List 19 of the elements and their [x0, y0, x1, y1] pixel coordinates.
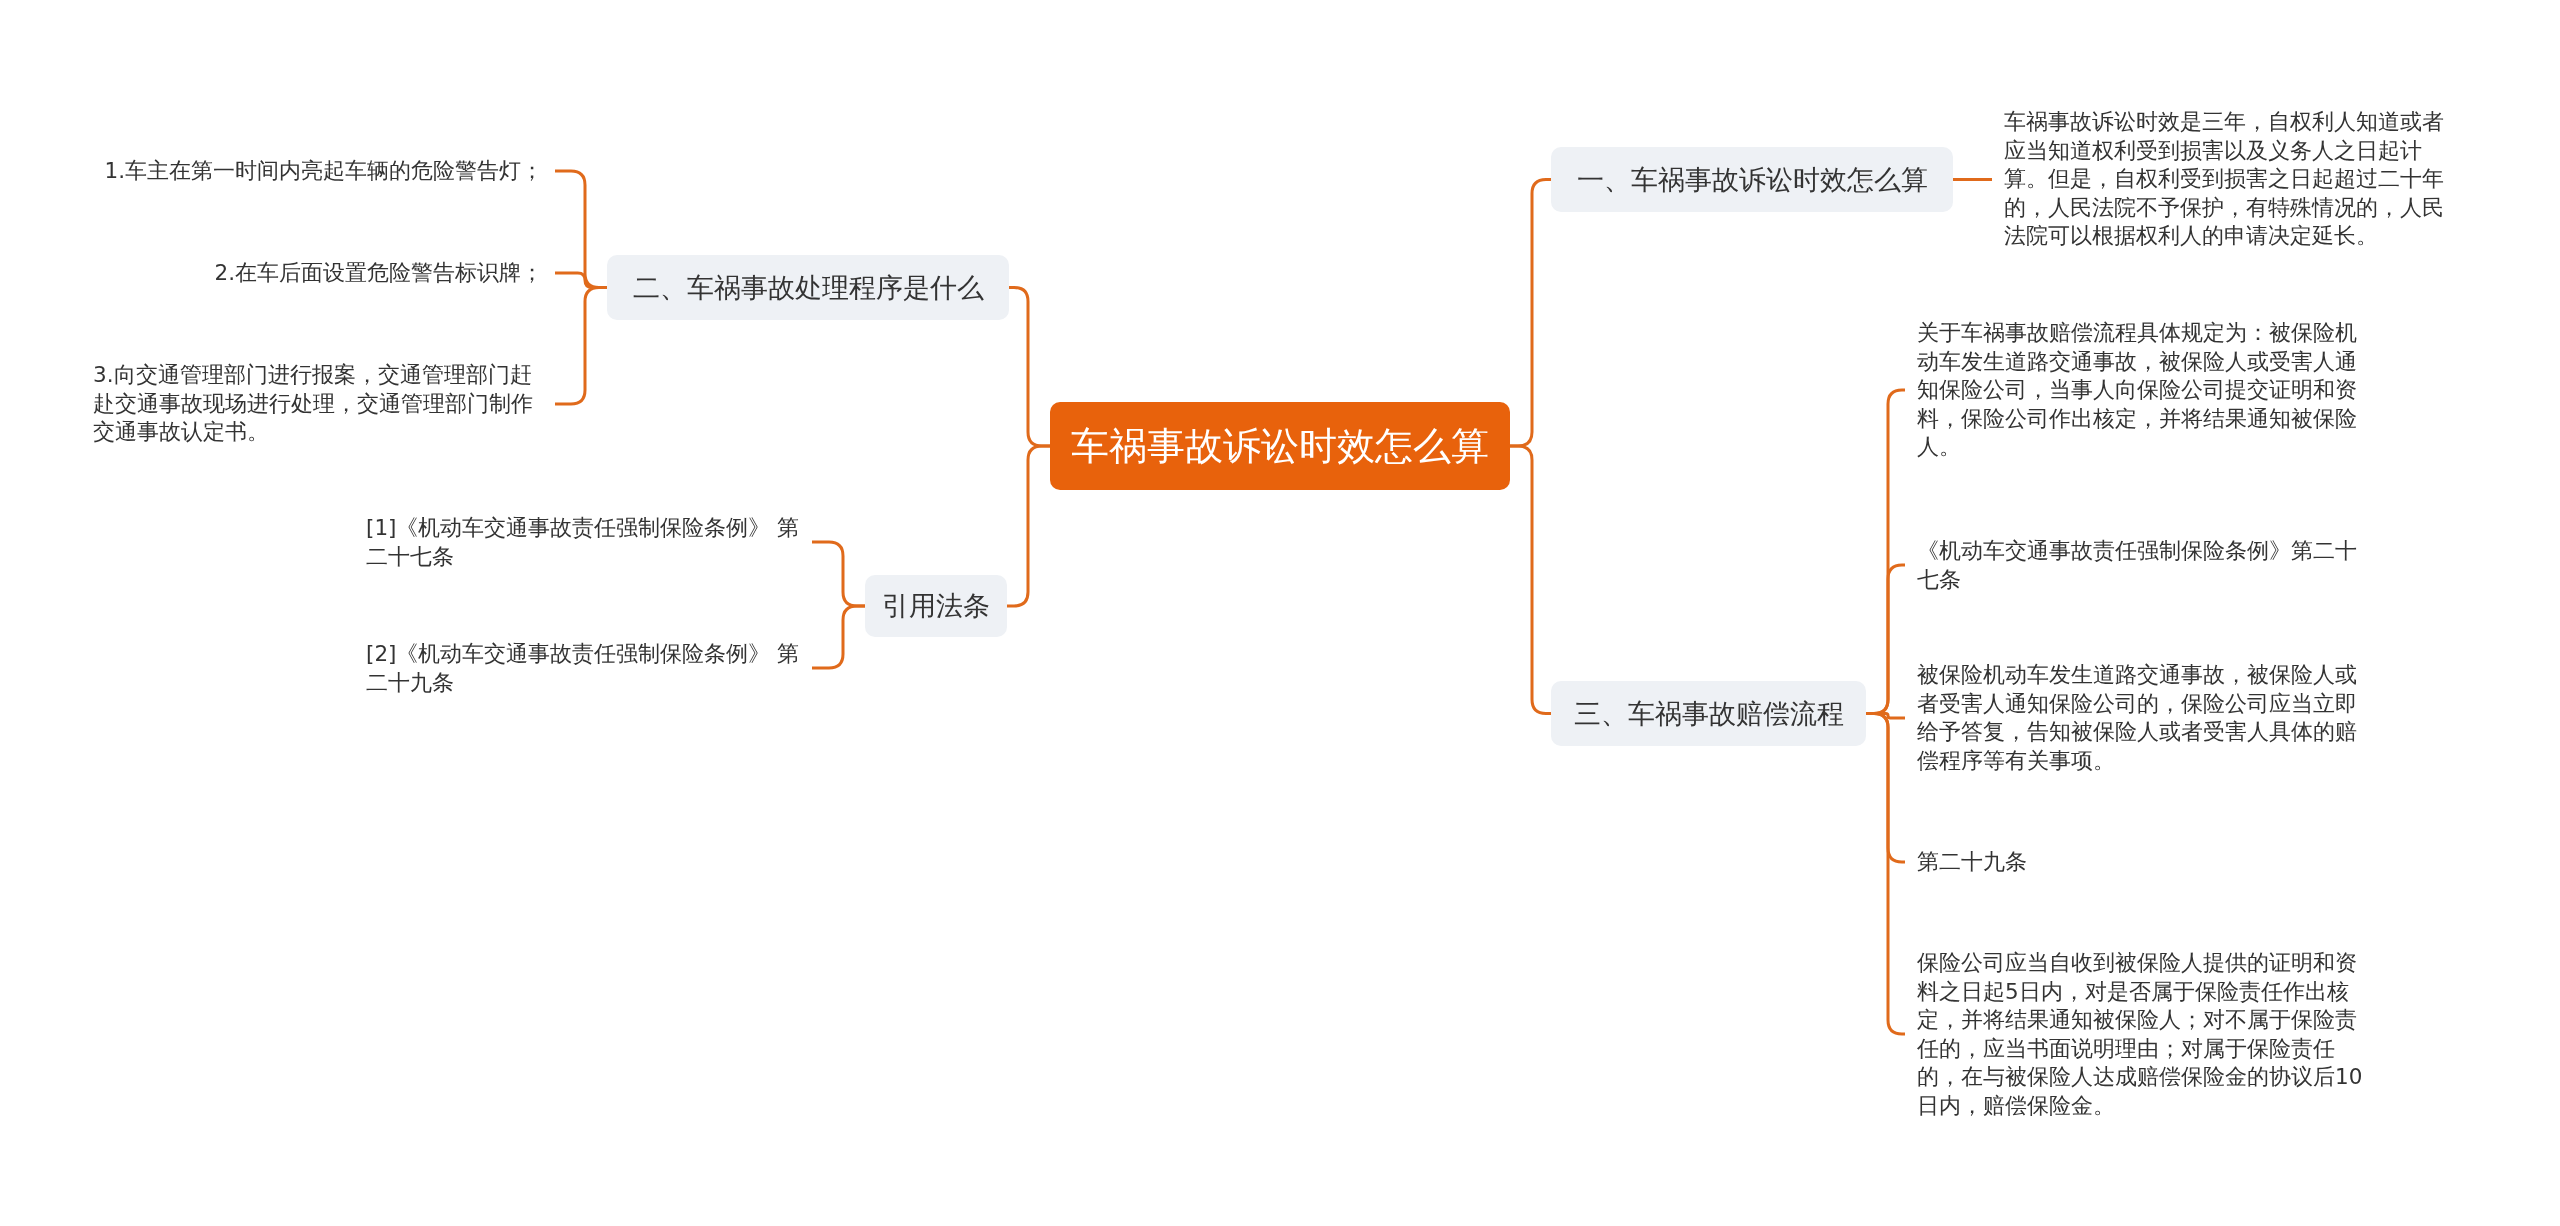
topic-box: 一、车祸事故诉讼时效怎么算	[1551, 147, 1953, 212]
note-text: 关于车祸事故赔偿流程具体规定为：被保险机动车发生道路交通事故，被保险人或受害人通知保险公司，当事人向保险公司提交证明和资料，保险公司作出核定，并将结果通知被保险人。	[1905, 318, 2379, 462]
note-text: 3.向交通管理部门进行报案，交通管理部门赶赴交通事故现场进行处理，交通管理部门制作交通事故认定书。	[81, 361, 555, 447]
connector-line	[1953, 178, 1992, 181]
topic-box: 二、车祸事故处理程序是什么	[607, 255, 1009, 320]
connector-line	[1510, 444, 1551, 715]
connector-line	[1007, 444, 1050, 608]
note-text: 第二十九条	[1905, 847, 2379, 877]
note-text: 《机动车交通事故责任强制保险条例》第二十七条	[1905, 536, 2379, 594]
note-text: 1.车主在第一时间内亮起车辆的危险警告灯；	[92, 156, 555, 186]
note-text: 2.在车后面设置危险警告标识牌；	[202, 258, 555, 288]
note-text: [1]《机动车交通事故责任强制保险条例》 第二十七条	[354, 513, 812, 571]
note-text: [2]《机动车交通事故责任强制保险条例》 第二十九条	[354, 639, 812, 697]
note-text: 车祸事故诉讼时效是三年，自权利人知道或者应当知道权利受到损害以及义务人之日起计算。但是，自权利受到损害之日起超过二十年的，人民法院不予保护，有特殊情况的，人民法院可以根据权利人的申请决定延长。	[1992, 107, 2466, 251]
central-topic-box: 车祸事故诉讼时效怎么算	[1050, 402, 1510, 490]
topic-box: 引用法条	[865, 575, 1007, 637]
topic-box: 三、车祸事故赔偿流程	[1551, 681, 1866, 746]
note-text: 被保险机动车发生道路交通事故，被保险人或者受害人通知保险公司的，保险公司应当立即给予答复，告知被保险人或者受害人具体的赔偿程序等有关事项。	[1905, 661, 2379, 775]
note-text: 保险公司应当自收到被保险人提供的证明和资料之日起5日内，对是否属于保险责任作出核定，并将结果通知被保险人；对不属于保险责任的，应当书面说明理由；对属于保险责任的，在与被保险人达成赔偿保险金的协议后10日内，赔偿保险金。	[1905, 948, 2379, 1120]
